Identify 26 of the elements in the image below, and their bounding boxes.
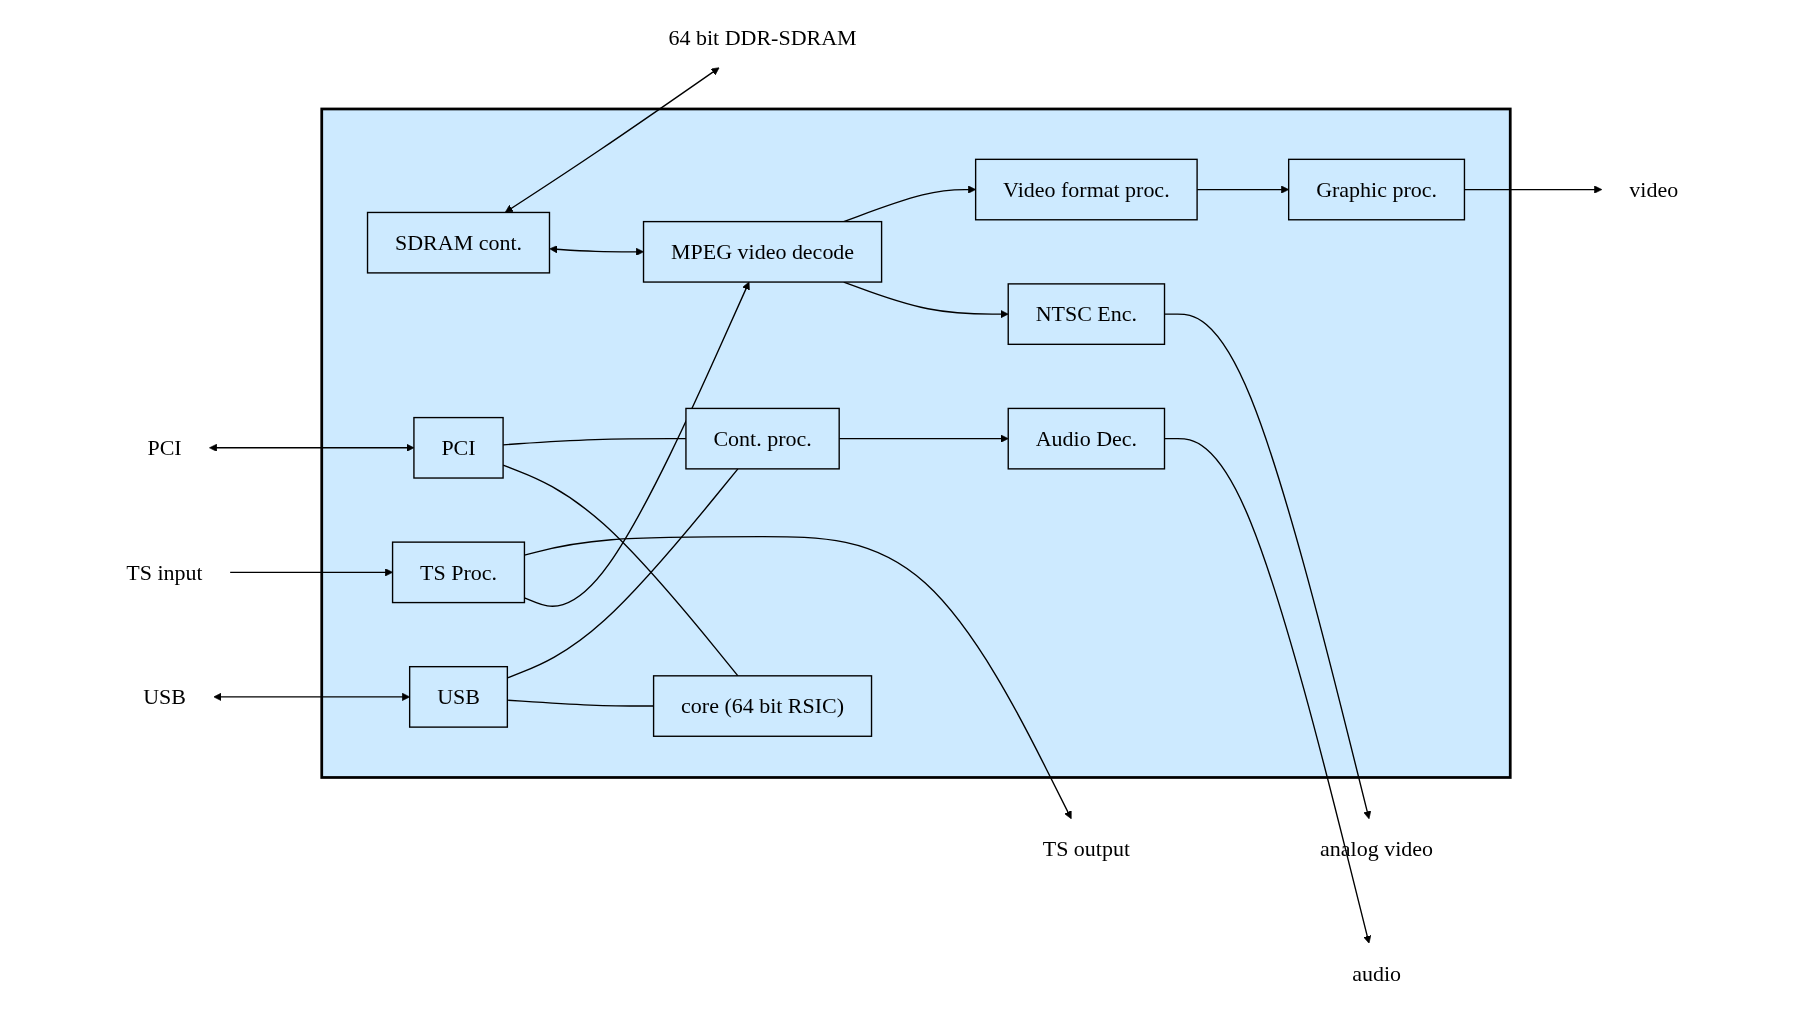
node-text: video — [1629, 177, 1679, 202]
node-text: PCI — [147, 435, 182, 460]
node-text: TS input — [126, 560, 203, 585]
node-box: TS Proc. — [392, 541, 526, 604]
arrow — [505, 67, 720, 213]
arrow — [209, 443, 415, 452]
node-text: audio — [1352, 961, 1402, 986]
arrow — [524, 281, 750, 607]
node-box: USB — [409, 666, 509, 728]
node-box: SDRAM cont. — [367, 211, 551, 274]
node-box: Graphic proc. — [1288, 158, 1466, 221]
node-text: 64 bit DDR-SDRAM — [668, 25, 857, 50]
node-box: PCI — [413, 416, 505, 479]
node-text: TS output — [1042, 837, 1131, 861]
arrow — [1164, 313, 1372, 820]
node-box: core (64 bit RSIC) — [653, 675, 873, 737]
node-box: Video format proc. — [975, 158, 1199, 221]
cluster — [320, 107, 1512, 779]
node-box: Audio Dec. — [1007, 407, 1166, 470]
node-box: MPEG video decode — [643, 220, 883, 283]
node-box: NTSC Enc. — [1007, 283, 1166, 345]
arrow — [1464, 185, 1603, 194]
arrow — [1164, 437, 1372, 944]
node-text: USB — [143, 684, 187, 709]
node-box: Cont. proc. — [685, 407, 841, 470]
arrow — [524, 535, 1072, 820]
